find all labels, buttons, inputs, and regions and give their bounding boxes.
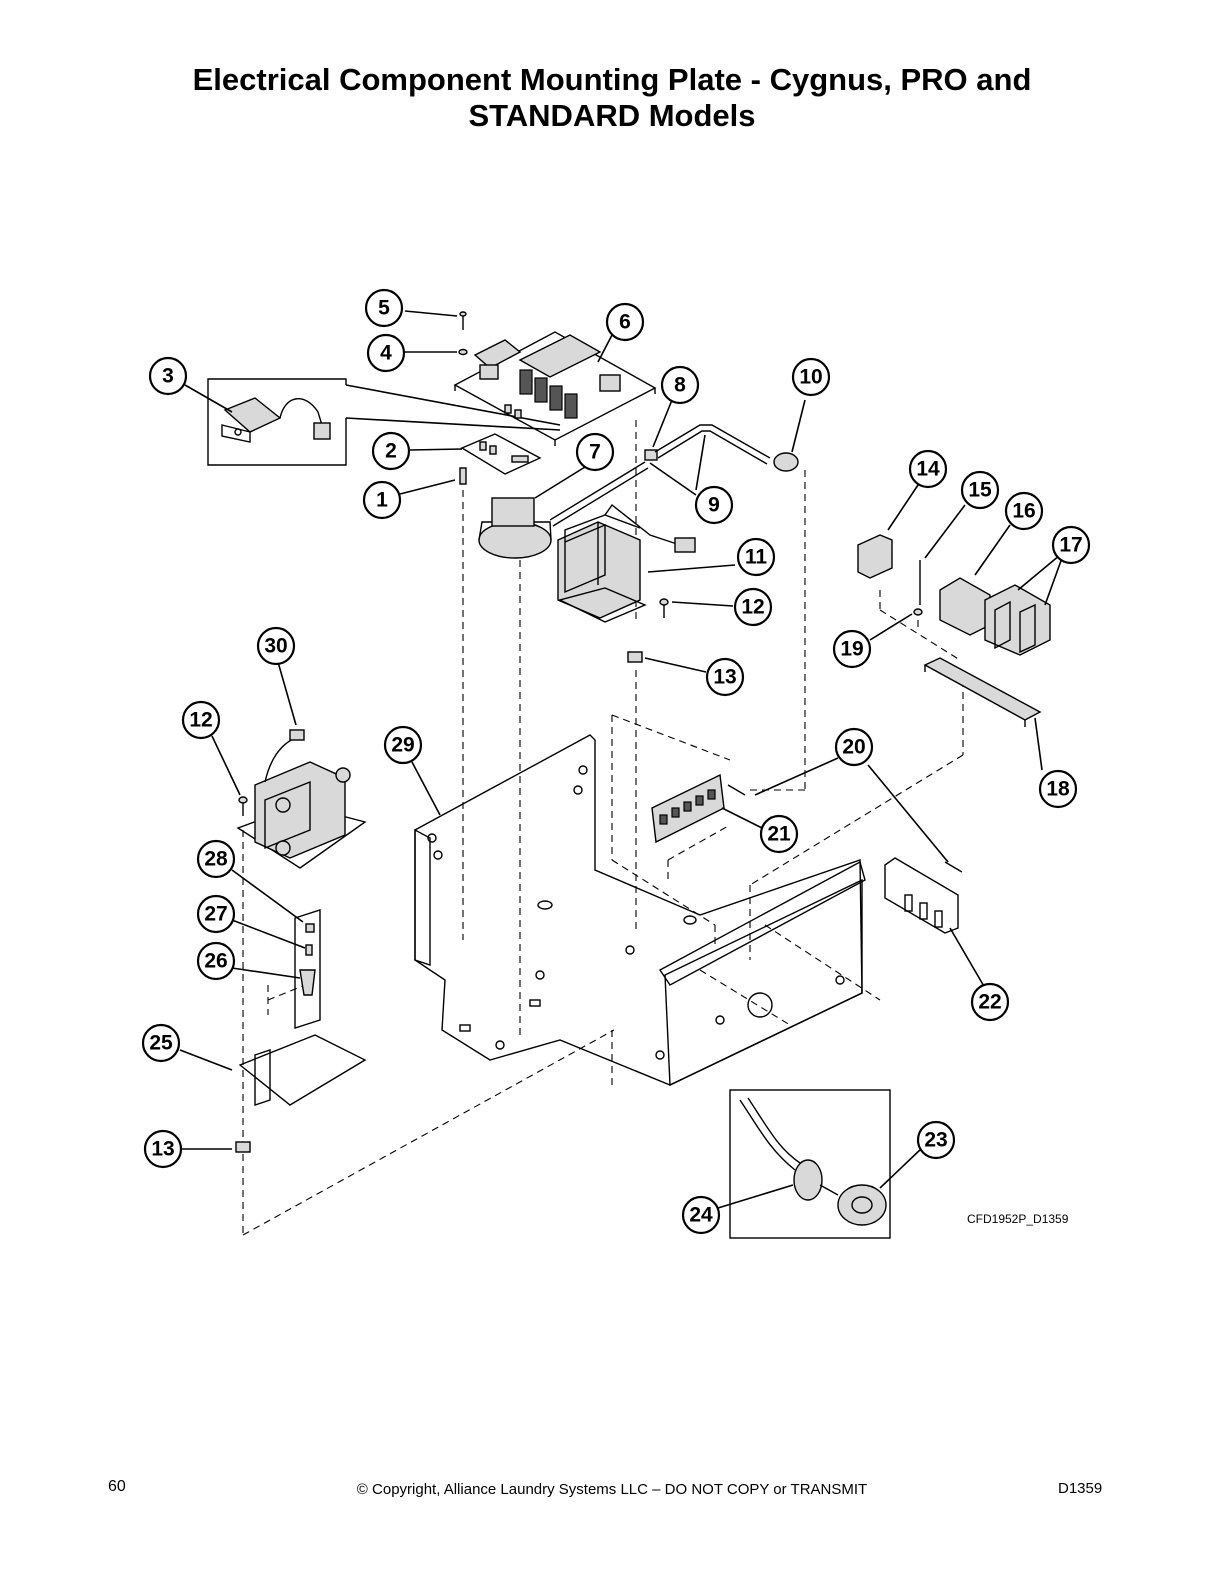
callout-28: 28 <box>196 839 236 879</box>
svg-text:15: 15 <box>968 479 992 502</box>
callout-27: 27 <box>196 894 236 934</box>
screw-and-washer <box>458 311 468 356</box>
callout-13-lower: 13 <box>143 1129 183 1169</box>
svg-text:17: 17 <box>1059 534 1082 557</box>
leader-lines <box>179 310 1063 1209</box>
screw-20 <box>727 784 963 873</box>
clip-nut-13-upper <box>627 651 643 663</box>
svg-text:24: 24 <box>689 1204 713 1227</box>
svg-text:12: 12 <box>741 596 764 619</box>
svg-text:12: 12 <box>189 709 212 732</box>
drawing-code: CFD1952P_D1359 <box>967 1212 1069 1226</box>
bracket-plate-assembly <box>238 909 367 1106</box>
callout-15: 15 <box>960 470 1000 510</box>
svg-text:20: 20 <box>842 736 865 759</box>
callout-20: 20 <box>834 727 874 767</box>
svg-text:7: 7 <box>589 441 601 464</box>
display-board <box>460 433 542 475</box>
svg-text:19: 19 <box>840 638 863 661</box>
callout-10: 10 <box>791 357 831 397</box>
callout-7: 7 <box>575 432 615 472</box>
svg-text:8: 8 <box>674 374 686 397</box>
callout-1: 1 <box>362 480 402 520</box>
callout-4: 4 <box>366 333 406 373</box>
transformer-upper <box>557 503 696 623</box>
callout-13-upper: 13 <box>705 657 745 697</box>
page-title-line-1: Electrical Component Mounting Plate - Cy… <box>192 62 1032 97</box>
svg-text:22: 22 <box>978 991 1001 1014</box>
svg-text:1: 1 <box>376 489 388 512</box>
page-title-line-2: STANDARD Models <box>468 98 756 133</box>
svg-text:9: 9 <box>708 494 720 517</box>
svg-text:11: 11 <box>745 546 768 569</box>
callout-12-upper: 12 <box>733 587 773 627</box>
svg-text:30: 30 <box>264 635 287 658</box>
clip-nut-13-lower <box>235 1141 251 1153</box>
callout-8: 8 <box>660 365 700 405</box>
callout-11: 11 <box>736 537 776 577</box>
callout-23: 23 <box>916 1120 956 1160</box>
control-board <box>453 331 657 446</box>
svg-text:5: 5 <box>378 297 390 320</box>
pressure-switch <box>478 461 649 559</box>
page-number: 60 <box>108 1478 126 1495</box>
svg-text:26: 26 <box>204 950 227 973</box>
hose-assembly <box>644 424 799 472</box>
svg-text:10: 10 <box>799 366 822 389</box>
screw-12-upper <box>659 598 669 618</box>
standoff-spacer <box>459 467 467 485</box>
copyright-notice: © Copyright, Alliance Laundry Systems LL… <box>356 1481 868 1498</box>
callout-9: 9 <box>694 485 734 525</box>
contactor-group <box>857 534 1051 727</box>
callout-5: 5 <box>364 288 404 328</box>
document-code: D1359 <box>1058 1480 1103 1497</box>
callout-26: 26 <box>196 941 236 981</box>
svg-text:21: 21 <box>767 823 791 846</box>
page-title: Electrical Component Mounting Plate - Cy… <box>0 62 1224 134</box>
svg-text:6: 6 <box>619 311 631 334</box>
svg-text:23: 23 <box>924 1129 947 1152</box>
base-mounting-plate <box>414 734 866 1087</box>
inset-box-item-3 <box>207 378 561 466</box>
svg-text:14: 14 <box>916 458 940 481</box>
terminal-strip-21 <box>651 773 725 844</box>
callout-19: 19 <box>832 629 872 669</box>
callout-18: 18 <box>1038 769 1078 809</box>
callout-14: 14 <box>908 449 948 489</box>
callout-30: 30 <box>256 626 296 666</box>
callout-16: 16 <box>1004 491 1044 531</box>
svg-text:13: 13 <box>151 1138 174 1161</box>
callout-12-lower: 12 <box>181 700 221 740</box>
callout-3: 3 <box>148 356 188 396</box>
callout-24: 24 <box>681 1195 721 1235</box>
svg-text:18: 18 <box>1046 778 1070 801</box>
callout-22: 22 <box>970 982 1010 1022</box>
svg-text:28: 28 <box>204 848 228 871</box>
svg-text:27: 27 <box>204 903 227 926</box>
callout-25: 25 <box>141 1023 181 1063</box>
svg-text:25: 25 <box>149 1032 173 1055</box>
svg-text:13: 13 <box>713 666 736 689</box>
svg-text:3: 3 <box>162 365 174 388</box>
callout-29: 29 <box>383 725 423 765</box>
inset-box-items-23-24 <box>729 1089 891 1239</box>
callout-17: 17 <box>1051 525 1091 565</box>
svg-text:16: 16 <box>1012 500 1035 523</box>
callout-6: 6 <box>605 302 645 342</box>
svg-text:29: 29 <box>391 734 414 757</box>
transformer-lower <box>236 729 367 869</box>
terminal-strip-22 <box>884 857 959 934</box>
svg-text:4: 4 <box>380 342 392 365</box>
screw-12-lower <box>238 796 248 816</box>
svg-text:2: 2 <box>385 440 397 463</box>
callout-2: 2 <box>371 431 411 471</box>
callout-21: 21 <box>759 814 799 854</box>
